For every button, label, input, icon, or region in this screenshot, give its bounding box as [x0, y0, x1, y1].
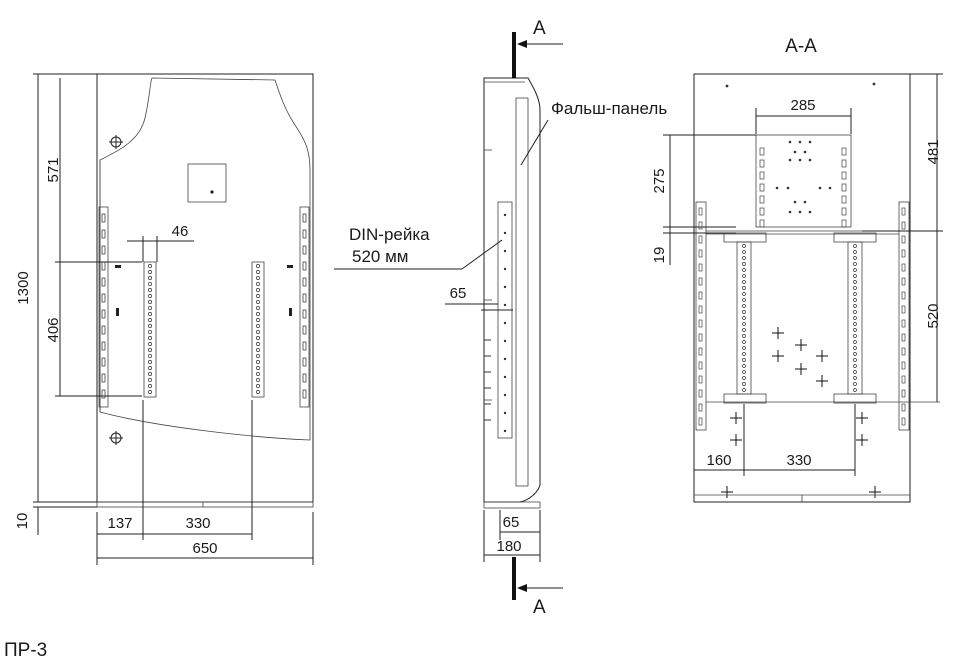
dim-65-rail: 65: [450, 285, 467, 302]
mark: [287, 265, 293, 268]
section-mark-top: A: [533, 18, 546, 39]
rail-slots: [101, 213, 307, 399]
plinth: [96, 501, 314, 508]
dim-520: 520: [925, 303, 942, 328]
dim-330-section: 330: [786, 452, 811, 469]
section-din-left: [736, 241, 752, 395]
hinge-top-icon: [109, 135, 123, 149]
arrow-icon: [517, 40, 527, 48]
section-view: А-А 285 275 19: [651, 36, 943, 503]
lock-dot: [210, 190, 214, 194]
door-outline: [99, 77, 311, 441]
din-rail-right: [251, 261, 265, 398]
dim-406: 406: [45, 317, 62, 342]
section-outline: [693, 73, 911, 503]
dim-571: 571: [45, 157, 62, 182]
dim-46: 46: [172, 223, 189, 240]
right-side-rail: [299, 206, 310, 408]
section-title: А-А: [785, 36, 817, 57]
side-ticks: [484, 213, 507, 433]
dim-1300: 1300: [15, 271, 32, 304]
leader-din-rail: [461, 239, 503, 270]
mark: [289, 308, 292, 316]
mounting-marks: [721, 327, 881, 498]
mark: [116, 308, 119, 316]
lock-box: [187, 163, 227, 203]
side-view: A A Фальш-панель DIN-рейка 520 мм 65 65 …: [334, 18, 667, 618]
dim-275: 275: [651, 168, 668, 193]
din-rail-holes: [148, 264, 260, 394]
dim-137: 137: [107, 515, 132, 532]
dim-10: 10: [14, 513, 31, 530]
drawing-caption: ПР-3: [4, 640, 47, 661]
section-right-rail: [898, 201, 910, 431]
front-view: 1300 571 406 46 10 137 330 650: [14, 73, 314, 565]
rail-slots: [698, 207, 906, 426]
dim-19: 19: [651, 247, 668, 264]
din-rail-label: DIN-рейка: [349, 225, 430, 244]
section-mark-bottom: A: [533, 597, 546, 618]
leader-false-panel: [520, 119, 549, 166]
din-rail-side: [497, 201, 513, 439]
cabinet-front-outline: [96, 73, 314, 503]
section-left-rail: [695, 201, 707, 431]
dim-285: 285: [790, 97, 815, 114]
plate-holes: [759, 140, 847, 228]
arrow-icon: [517, 584, 527, 592]
false-panel-label: Фальш-панель: [551, 99, 667, 118]
din-rail-holes: [742, 244, 857, 392]
dim-481: 481: [925, 139, 942, 164]
mounting-plate: [755, 134, 852, 228]
left-side-rail: [98, 206, 109, 408]
side-plinth: [483, 501, 541, 509]
dim-330: 330: [185, 515, 210, 532]
din-rail-left: [143, 261, 157, 398]
dim-180: 180: [496, 538, 521, 555]
mark: [115, 265, 121, 268]
dim-650: 650: [192, 540, 217, 557]
din-rail-length-label: 520 мм: [352, 247, 408, 266]
dim-160: 160: [706, 452, 731, 469]
section-din-right: [847, 241, 863, 395]
hinge-bottom-icon: [109, 431, 123, 445]
false-panel-side: [515, 97, 529, 487]
dim-65-bottom: 65: [503, 514, 520, 531]
